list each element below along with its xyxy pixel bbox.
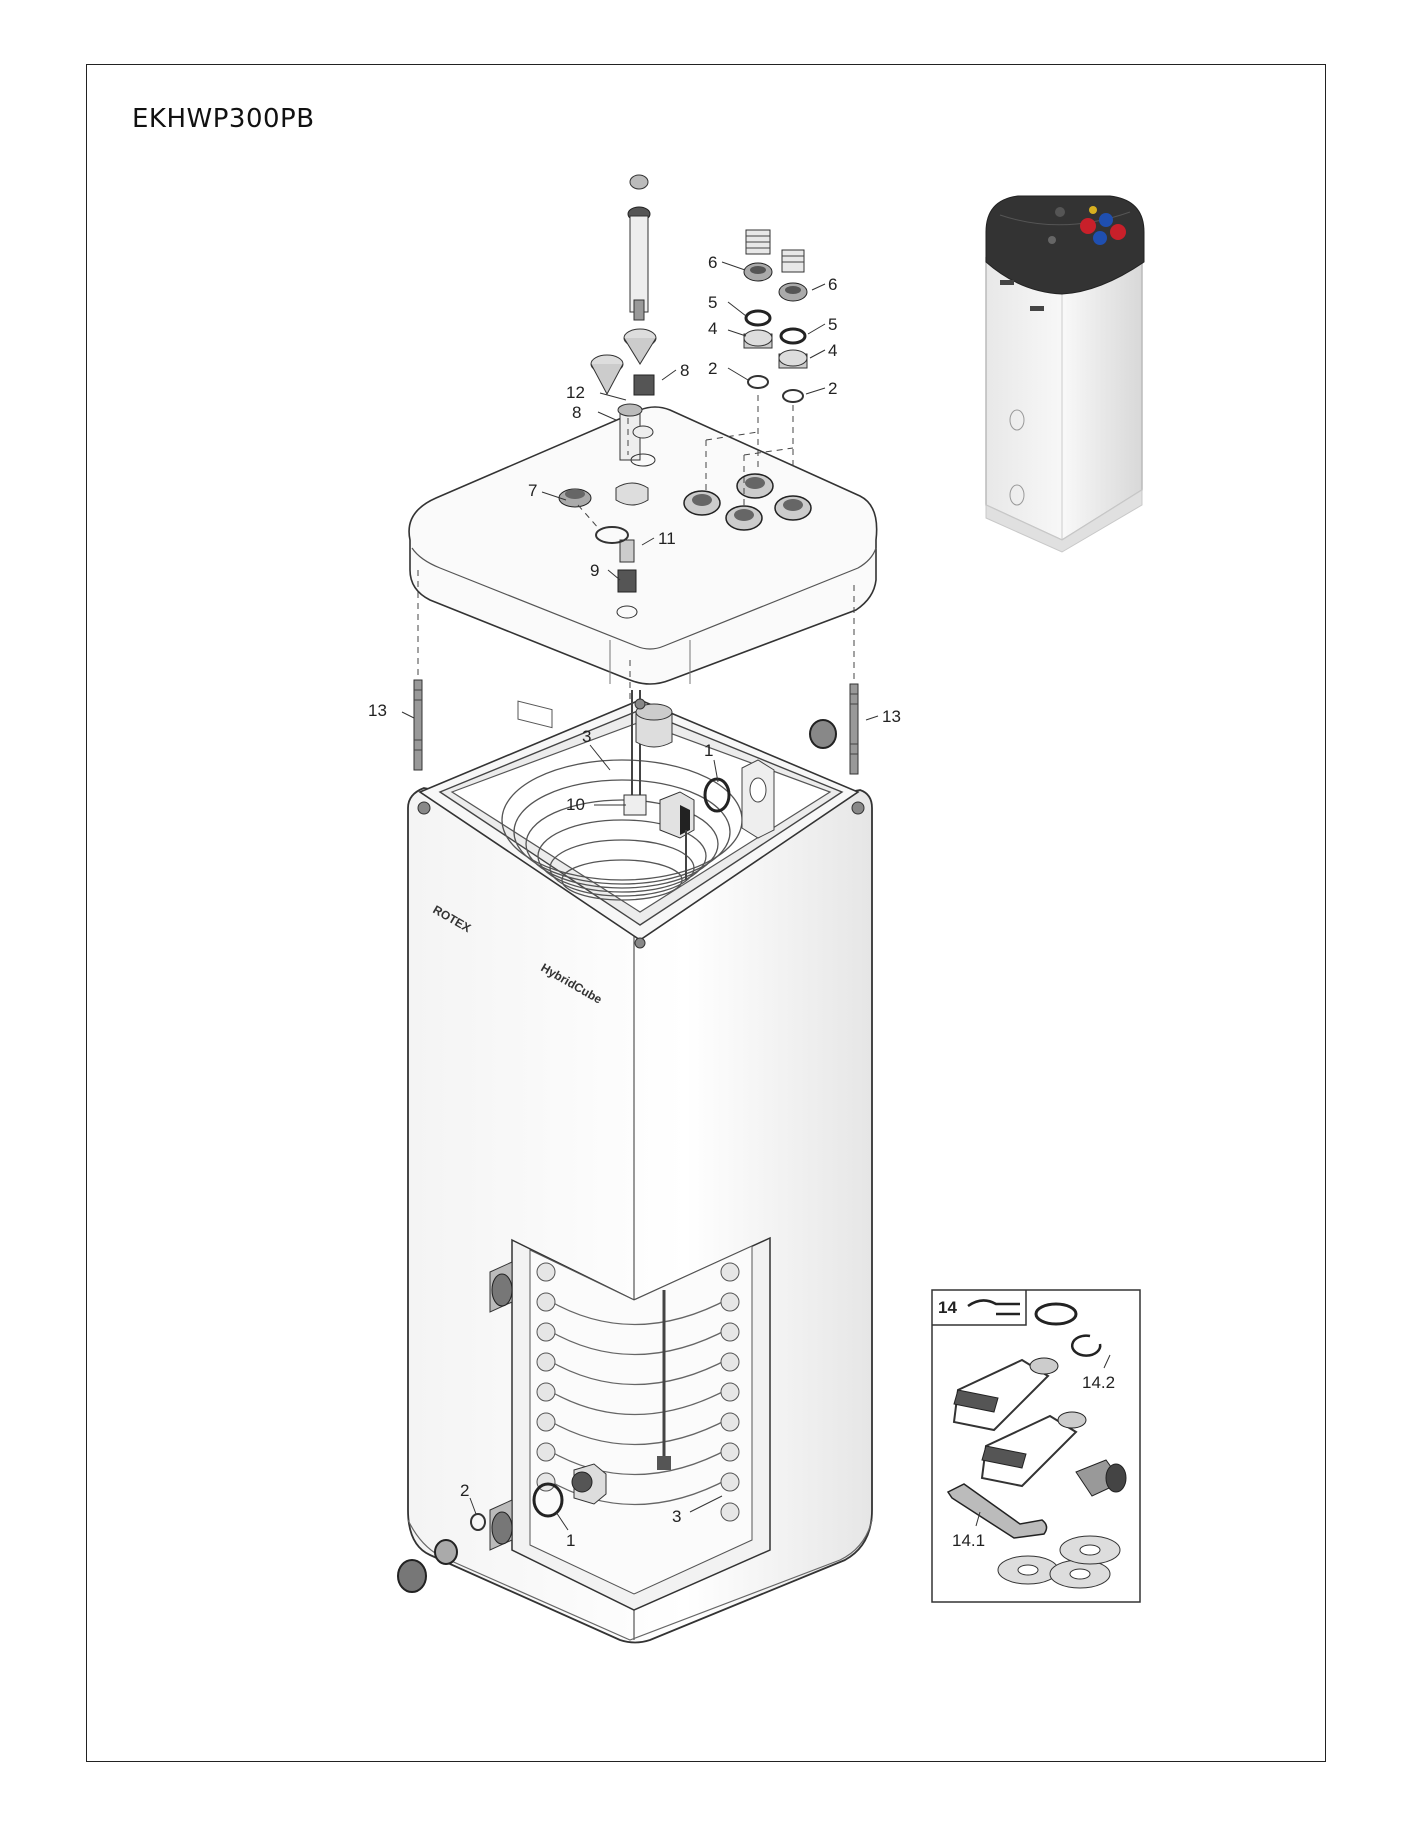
callout-9: 9 bbox=[590, 561, 599, 580]
callout-labels: 6 6 5 5 4 4 2 2 8 12 8 7 11 9 13 13 3 1 … bbox=[368, 253, 1115, 1550]
model-title: EKHWP300PB bbox=[132, 104, 315, 134]
callout-2-left: 2 bbox=[708, 359, 717, 378]
callout-2-right: 2 bbox=[828, 379, 837, 398]
callout-12: 12 bbox=[566, 383, 585, 402]
callout-6-right: 6 bbox=[828, 275, 837, 294]
callout-8-lower: 8 bbox=[572, 403, 581, 422]
callout-5-right: 5 bbox=[828, 315, 837, 334]
fitting-stack-left bbox=[743, 229, 773, 389]
callout-1-lower: 1 bbox=[566, 1531, 575, 1550]
tank-lid bbox=[408, 328, 878, 729]
assembly-guide-lines bbox=[417, 395, 855, 700]
fitting-stack-right bbox=[778, 249, 808, 403]
callout-1-upper: 1 bbox=[704, 741, 713, 760]
callout-13-right: 13 bbox=[882, 707, 901, 726]
callout-14-2: 14.2 bbox=[1082, 1373, 1115, 1392]
callout-4-right: 4 bbox=[828, 341, 837, 360]
drawing-frame bbox=[86, 64, 1326, 1762]
callout-6-left: 6 bbox=[708, 253, 717, 272]
callout-14-1: 14.1 bbox=[952, 1531, 985, 1550]
callout-8-upper: 8 bbox=[680, 361, 689, 380]
accessory-kit-box bbox=[931, 1289, 1141, 1603]
callout-10: 10 bbox=[566, 795, 585, 814]
callout-4-left: 4 bbox=[708, 319, 717, 338]
callout-11: 11 bbox=[658, 529, 676, 548]
anode-rod-assembly bbox=[627, 174, 651, 321]
callout-5-left: 5 bbox=[708, 293, 717, 312]
callout-3-upper: 3 bbox=[582, 727, 591, 746]
callout-14: 14 bbox=[938, 1298, 957, 1317]
callout-7: 7 bbox=[528, 481, 537, 500]
threaded-studs bbox=[413, 679, 859, 775]
leader-lines bbox=[401, 261, 1111, 1531]
callout-2-lower: 2 bbox=[460, 1481, 469, 1500]
callout-3-lower: 3 bbox=[672, 1507, 681, 1526]
assembled-unit-illustration bbox=[985, 195, 1145, 553]
callout-13-left: 13 bbox=[368, 701, 387, 720]
tank-cutaway bbox=[397, 1236, 771, 1611]
